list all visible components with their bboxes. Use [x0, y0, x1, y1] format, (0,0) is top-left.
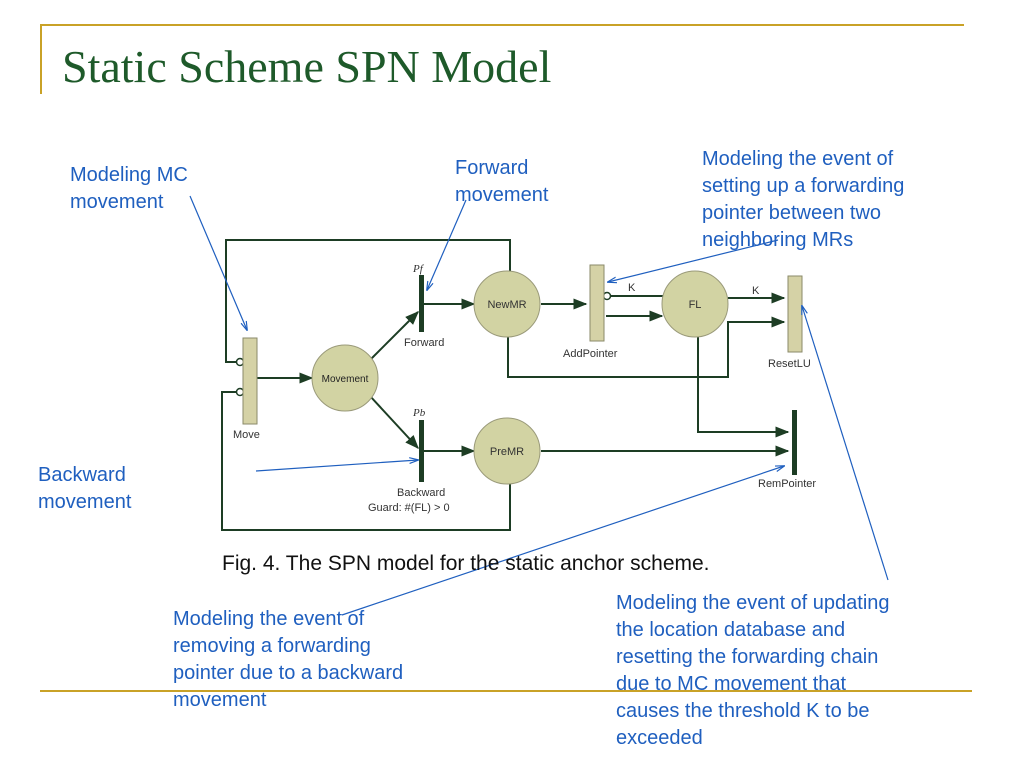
annotation-line: setting up a forwarding — [702, 175, 905, 197]
addpointer-transition — [589, 264, 605, 342]
arc-movement-to-forward — [369, 311, 419, 361]
annotation-line: exceeded — [616, 727, 703, 749]
resetlu-transition — [787, 275, 803, 353]
newmr-place — [473, 270, 541, 338]
annotation-updating-database: Modeling the event of updating the locat… — [616, 590, 890, 752]
rempointer-transition-label: RemPointer — [758, 478, 816, 490]
annotation-line: movement — [173, 689, 267, 711]
movement-place-label: Movement — [322, 374, 369, 385]
annotation-line: Forward — [455, 157, 529, 179]
annotation-line: movement — [455, 184, 549, 206]
annotation-line: removing a forwarding — [173, 635, 371, 657]
left-accent-line — [40, 24, 42, 94]
rempointer-transition — [792, 410, 797, 475]
annotation-forwarding-pointer: Modeling the event of setting up a forwa… — [702, 146, 904, 254]
annotation-line: pointer between two — [702, 202, 882, 224]
arrow-forward-movement — [427, 199, 467, 290]
newmr-place-label: NewMR — [487, 299, 526, 311]
annotation-removing-pointer: Modeling the event of removing a forward… — [173, 606, 403, 714]
fl-place-label: FL — [689, 299, 702, 311]
premr-place — [473, 417, 541, 485]
backward-transition-label: Backward — [397, 487, 445, 499]
annotation-arrows — [189, 195, 889, 616]
top-accent-line — [40, 24, 964, 26]
annotation-line: Modeling MC — [70, 164, 188, 186]
forward-transition-label: Forward — [404, 337, 444, 349]
arc-newmr-to-resetlu — [507, 316, 786, 378]
arrow-forwarding-pointer — [608, 239, 779, 282]
arc-fl-to-rempointer — [697, 336, 790, 438]
annotation-line: movement — [38, 491, 132, 513]
annotation-line: neighboring MRs — [702, 229, 854, 251]
pb-rate-label: Pb — [412, 407, 426, 419]
annotation-line: resetting the forwarding chain — [616, 646, 879, 668]
annotation-mc-movement: Modeling MC movement — [70, 162, 188, 216]
annotation-line: movement — [70, 191, 164, 213]
bottom-accent-line — [40, 690, 972, 692]
addpointer-transition-label: AddPointer — [563, 348, 618, 360]
pf-rate-label: Pf — [412, 263, 425, 275]
movement-place — [311, 344, 379, 412]
premr-place-label: PreMR — [490, 446, 524, 458]
arc-premr-to-move-inhibitor — [221, 391, 511, 531]
annotation-line: due to MC movement that — [616, 673, 847, 695]
arc-weight-k-addpointer: K — [628, 282, 636, 294]
backward-guard-label: Guard: #(FL) > 0 — [368, 502, 450, 514]
fl-place — [661, 270, 729, 338]
arc-weight-k-resetlu: K — [752, 285, 760, 297]
move-inhibitor-circle-bottom — [235, 387, 245, 397]
annotation-line: Modeling the event of — [702, 148, 894, 170]
backward-transition — [419, 420, 424, 482]
move-transition-label: Move — [233, 429, 260, 441]
annotation-line: pointer due to a backward — [173, 662, 404, 684]
annotation-line: Modeling the event of updating — [616, 592, 890, 614]
annotation-backward-movement: Backward movement — [38, 462, 131, 516]
slide-title: Static Scheme SPN Model — [62, 41, 552, 92]
arc-newmr-to-move-inhibitor — [225, 239, 511, 363]
move-inhibitor-circle-top — [235, 357, 245, 367]
arcs — [221, 239, 790, 531]
move-transition — [242, 337, 258, 425]
annotation-line: causes the threshold K to be — [616, 700, 870, 722]
annotation-forward-movement: Forward movement — [455, 155, 548, 209]
arc-movement-to-backward — [369, 395, 419, 450]
resetlu-transition-label: ResetLU — [768, 358, 811, 370]
annotation-line: the location database and — [616, 619, 846, 641]
addpointer-inhibitor-circle — [602, 291, 612, 301]
arrow-updating-database — [802, 306, 889, 581]
arrow-removing-pointer — [341, 466, 784, 616]
figure-caption: Fig. 4. The SPN model for the static anc… — [222, 552, 710, 575]
arrow-mc-movement — [189, 195, 247, 330]
annotation-line: Backward — [38, 464, 126, 486]
arrow-backward-movement — [255, 460, 418, 472]
annotation-line: Modeling the event of — [173, 608, 365, 630]
forward-transition — [419, 275, 424, 332]
